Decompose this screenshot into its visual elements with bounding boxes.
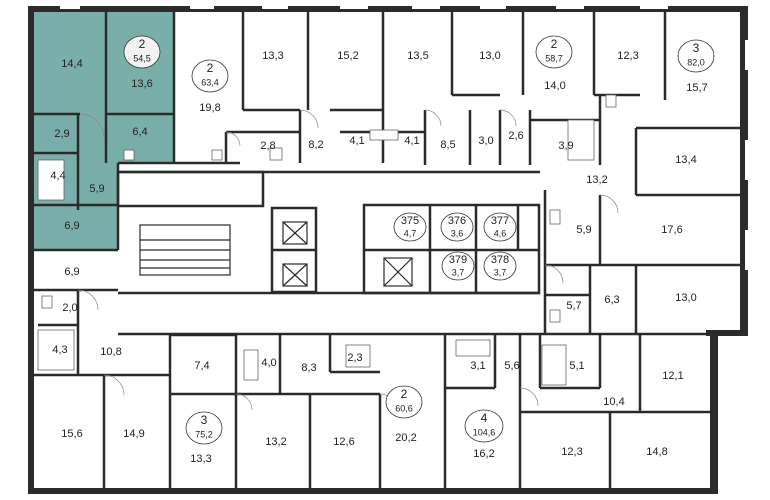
room-area-label: 13,2 [586, 174, 607, 186]
room-area-label: 14,0 [544, 80, 565, 92]
apartment-rooms: 4 [481, 411, 488, 425]
room-area-label: 4,4 [50, 170, 65, 182]
room-area-label: 5,6 [504, 360, 519, 372]
apartment-area: 58,7 [545, 53, 563, 63]
partitions [34, 12, 740, 488]
outer-walls [28, 6, 748, 494]
room-labels: 14,4 13,6 2,9 6,4 4,4 5,9 6,9 19,8 13,3 15,2 13,5 1… [50, 50, 707, 465]
highlighted-apartment[interactable] [34, 12, 174, 250]
room-area-label: 19,8 [199, 102, 220, 114]
apartment-rooms: 2 [551, 37, 558, 51]
room-area-label: 2,0 [62, 302, 77, 314]
room-area-label: 2,8 [260, 140, 275, 152]
storage-badge[interactable]: 376 3,6 [440, 212, 474, 242]
room-area-label: 8,2 [308, 139, 323, 151]
room-area-label: 10,4 [603, 396, 624, 408]
storage-area: 3,6 [451, 228, 464, 238]
room-area-label: 6,9 [64, 266, 79, 278]
room-area-label: 10,8 [100, 346, 121, 358]
room-area-label: 8,5 [440, 139, 455, 151]
storage-badge[interactable]: 375 4,7 [393, 212, 427, 242]
room-area-label: 12,1 [662, 370, 683, 382]
apartment-area: 54,5 [133, 53, 151, 63]
storage-area: 3,7 [494, 267, 507, 277]
storage-number: 379 [449, 254, 467, 266]
room-area-label: 4,1 [404, 135, 419, 147]
room-area-label: 12,6 [333, 436, 354, 448]
room-area-label: 7,4 [194, 360, 209, 372]
room-area-label: 5,9 [576, 224, 591, 236]
room-area-label: 13,3 [262, 50, 283, 62]
room-area-label: 4,1 [349, 135, 364, 147]
room-area-label: 6,4 [132, 126, 147, 138]
storage-badge[interactable]: 379 3,7 [441, 251, 475, 281]
apartment-rooms: 3 [201, 413, 208, 427]
apartment-area: 63,4 [201, 77, 219, 87]
room-area-label: 6,3 [604, 294, 619, 306]
storage-number: 376 [448, 215, 466, 227]
apartment-area: 60,6 [395, 403, 413, 413]
apartment-area: 75,2 [195, 429, 213, 439]
storage-number: 377 [491, 215, 509, 227]
apartment-badge[interactable]: 2 63,4 [191, 59, 229, 93]
apartment-badge[interactable]: 4 104,6 [464, 409, 504, 443]
room-area-label: 13,0 [675, 292, 696, 304]
apartment-badge[interactable]: 3 75,2 [185, 411, 223, 445]
storage-area: 4,6 [494, 228, 507, 238]
storage-number: 378 [491, 254, 509, 266]
room-area-label: 15,2 [337, 50, 358, 62]
apartment-badge[interactable]: 3 82,0 [677, 39, 715, 73]
room-area-label: 2,3 [347, 352, 362, 364]
apartment-badge[interactable]: 2 58,7 [535, 35, 573, 69]
apartment-rooms: 2 [401, 387, 408, 401]
apartment-badge[interactable]: 2 60,6 [385, 385, 423, 419]
storage-number: 375 [401, 215, 419, 227]
storage-area: 4,7 [404, 228, 417, 238]
room-area-label: 15,6 [61, 428, 82, 440]
room-area-label: 5,7 [566, 300, 581, 312]
room-area-label: 14,4 [61, 58, 82, 70]
room-area-label: 6,9 [64, 220, 79, 232]
storage-area: 3,7 [452, 267, 465, 277]
room-area-label: 13,6 [131, 78, 152, 90]
staircase [139, 224, 231, 276]
room-area-label: 5,1 [569, 360, 584, 372]
room-area-label: 14,9 [123, 428, 144, 440]
room-area-label: 13,4 [675, 154, 696, 166]
room-area-label: 13,2 [265, 436, 286, 448]
room-area-label: 20,2 [395, 432, 416, 444]
apartment-area: 104,6 [473, 427, 496, 437]
apartment-area: 82,0 [687, 57, 705, 67]
storage-badge[interactable]: 378 3,7 [483, 251, 517, 281]
apartment-rooms: 2 [207, 61, 214, 75]
storage-badge[interactable]: 377 4,6 [483, 212, 517, 242]
room-area-label: 3,0 [478, 135, 493, 147]
room-area-label: 3,9 [558, 140, 573, 152]
fixtures [37, 94, 617, 386]
room-area-label: 15,7 [686, 82, 707, 94]
room-area-label: 12,3 [561, 446, 582, 458]
apartment-rooms: 3 [693, 41, 700, 55]
apartment-rooms: 2 [139, 37, 146, 51]
room-area-label: 8,3 [301, 362, 316, 374]
room-area-label: 12,3 [617, 50, 638, 62]
room-area-label: 4,0 [261, 357, 276, 369]
room-area-label: 13,0 [479, 50, 500, 62]
apartment-badge[interactable]: 2 54,5 [123, 35, 161, 69]
room-area-label: 17,6 [661, 224, 682, 236]
room-area-label: 2,6 [508, 130, 523, 142]
room-area-label: 2,9 [54, 128, 69, 140]
room-area-label: 13,3 [190, 453, 211, 465]
room-area-label: 16,2 [473, 448, 494, 460]
room-area-label: 5,9 [89, 183, 104, 195]
room-area-label: 14,8 [646, 446, 667, 458]
room-area-label: 4,3 [52, 344, 67, 356]
room-area-label: 3,1 [470, 360, 485, 372]
room-area-label: 13,5 [407, 50, 428, 62]
door-swings [77, 109, 619, 411]
elevators [282, 221, 413, 287]
